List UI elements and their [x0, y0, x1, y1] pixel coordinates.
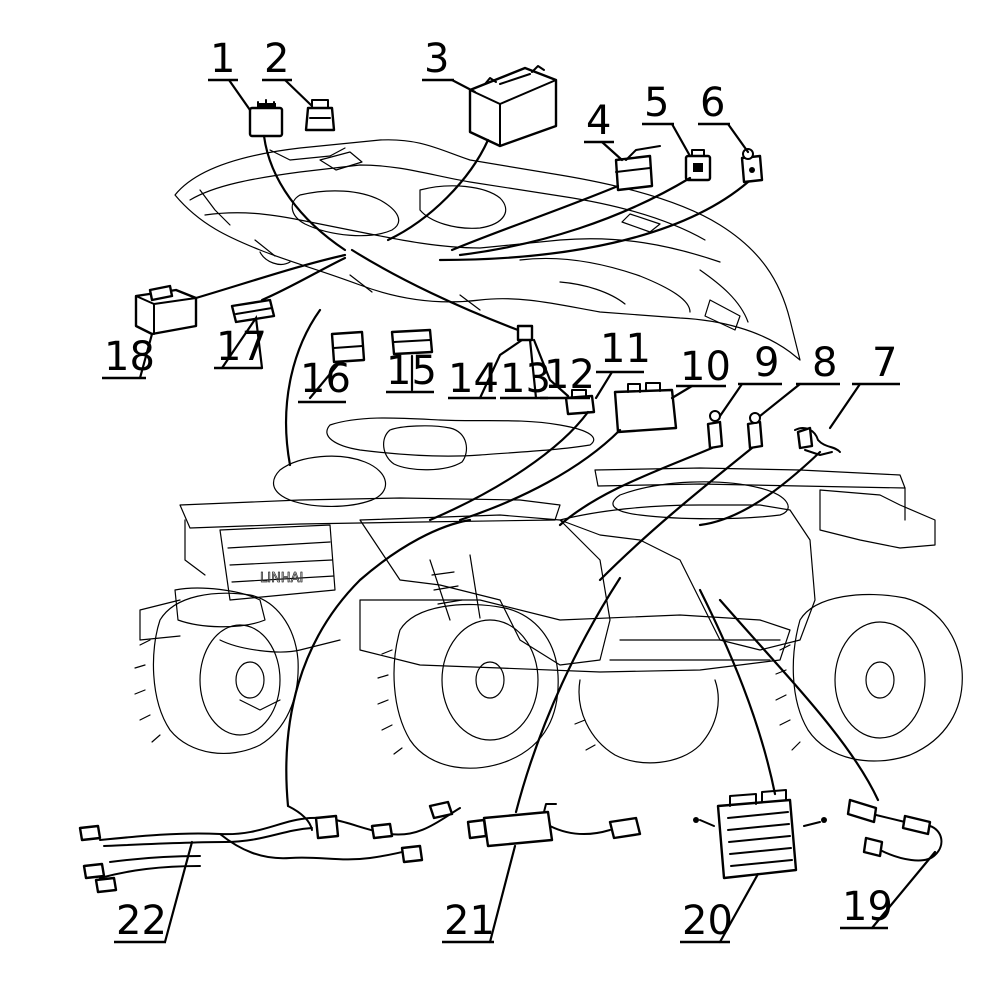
svg-text:9: 9	[754, 340, 779, 386]
part-17-switch-bar	[230, 298, 276, 324]
callout-8: 8	[796, 340, 840, 386]
part-6-sensor	[740, 148, 764, 184]
part-5-switch	[684, 149, 712, 182]
fender-body-outline	[174, 139, 801, 361]
part-21-ignition-coil	[466, 803, 642, 848]
callout-3: 3	[422, 36, 454, 82]
callout-7: 7	[852, 340, 900, 386]
callout-6: 6	[698, 80, 730, 126]
callout-22: 22	[114, 898, 167, 944]
part-11-plug	[564, 389, 596, 416]
svg-text:18: 18	[104, 334, 155, 380]
svg-text:16: 16	[300, 356, 351, 402]
part-18-starter-relay	[134, 284, 198, 336]
callout-15: 15	[386, 348, 437, 394]
part-8-bulb-socket	[746, 412, 764, 450]
svg-text:19: 19	[842, 884, 893, 930]
part-19-temperature-sensor	[846, 798, 943, 862]
leader-lines	[163, 78, 937, 944]
svg-text:20: 20	[682, 898, 733, 944]
part-7-pickup-sensor	[794, 426, 841, 456]
callout-2: 2	[262, 36, 292, 82]
part-20-regulator-rectifier	[693, 789, 827, 880]
callout-14: 14	[448, 356, 499, 402]
callout-13: 13	[500, 356, 551, 402]
atv-body-outline: LINHAI	[134, 417, 963, 769]
svg-text:22: 22	[116, 898, 167, 944]
svg-text:5: 5	[644, 80, 669, 126]
part-22-wiring-harness	[78, 800, 461, 894]
callout-12: 12	[540, 352, 595, 400]
callout-11: 11	[596, 326, 651, 374]
svg-text:4: 4	[586, 98, 611, 144]
svg-text:15: 15	[386, 348, 437, 394]
callout-18: 18	[102, 332, 155, 380]
callout-16: 16	[298, 356, 351, 404]
callout-10: 10	[676, 344, 731, 390]
svg-text:1: 1	[210, 36, 235, 82]
callout-1: 1	[208, 36, 238, 82]
part-3-battery	[468, 65, 558, 148]
part-1-relay	[248, 99, 284, 138]
callout-4: 4	[584, 98, 614, 144]
svg-text:7: 7	[872, 340, 897, 386]
callout-19: 19	[840, 884, 893, 930]
callout-5: 5	[642, 80, 674, 126]
svg-text:3: 3	[424, 36, 449, 82]
callout-20: 20	[680, 898, 733, 944]
part-10-cdi-unit	[613, 382, 678, 434]
svg-text:2: 2	[264, 36, 289, 82]
part-15-relay	[390, 328, 434, 356]
part-13-connector	[516, 324, 534, 342]
part-9-bulb-socket	[706, 410, 724, 450]
callout-21: 21	[442, 898, 495, 944]
part-2-connector	[304, 99, 336, 132]
svg-text:8: 8	[812, 340, 837, 386]
grille-brand-text: LINHAI	[260, 571, 303, 586]
svg-text:21: 21	[444, 898, 495, 944]
svg-text:14: 14	[448, 356, 499, 402]
callout-labels: 1 2 3 4 5 6 7 8	[102, 36, 900, 944]
svg-text:13: 13	[500, 356, 551, 402]
svg-text:10: 10	[680, 344, 731, 390]
part-16-fuse-holder	[330, 330, 366, 364]
svg-text:11: 11	[600, 326, 651, 372]
callout-9: 9	[738, 340, 782, 386]
part-4-flasher-module	[614, 145, 661, 192]
svg-text:6: 6	[700, 80, 725, 126]
callout-17: 17	[214, 314, 267, 370]
svg-text:12: 12	[544, 352, 595, 398]
